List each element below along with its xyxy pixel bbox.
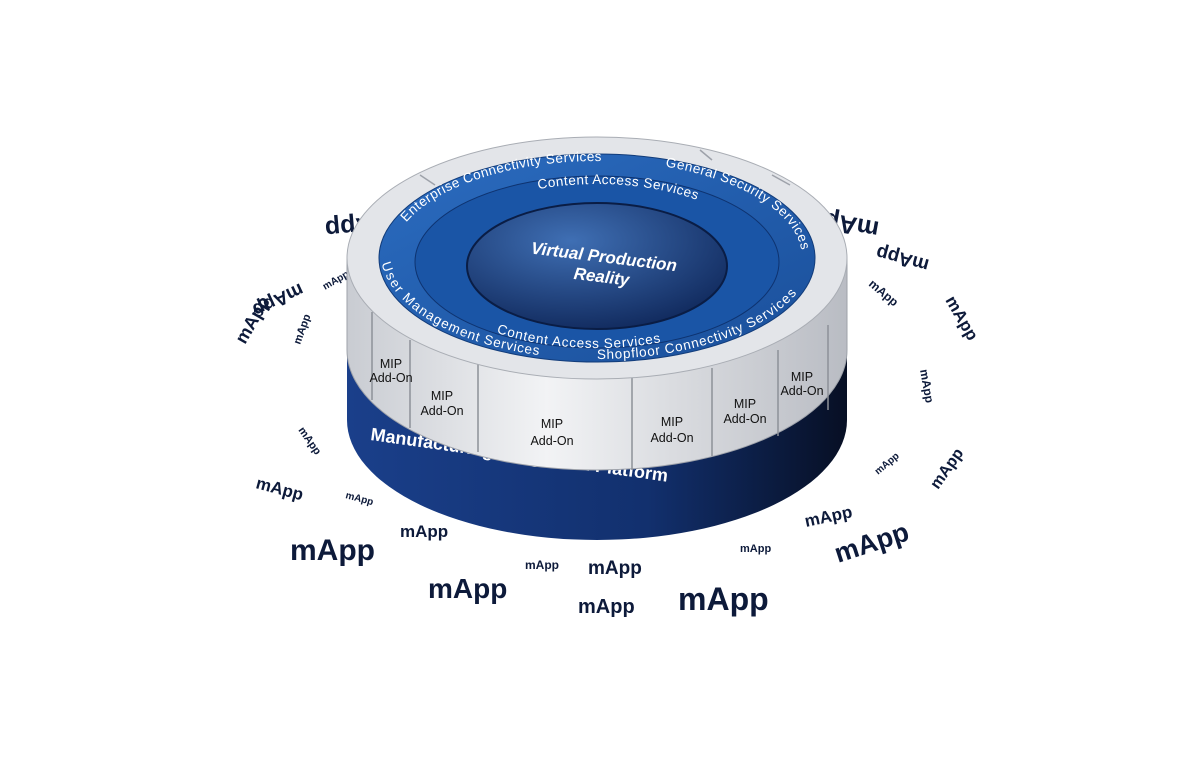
mapp-label: mApp xyxy=(344,490,374,508)
top-surface: Enterprise Connectivity Services General… xyxy=(346,136,848,380)
mapp-label: mApp xyxy=(428,573,507,604)
mapp-label: mApp xyxy=(866,277,901,310)
mapp-label: mApp xyxy=(803,502,854,531)
mapp-label: mApp xyxy=(296,425,324,458)
mapp-label: mApp xyxy=(231,293,274,347)
mapp-label: mApp xyxy=(578,596,635,618)
mapp-label: mApp xyxy=(254,474,305,505)
mapp-label: mApp xyxy=(290,534,375,567)
mapp-label: mApp xyxy=(874,241,931,275)
mapp-label: mApp xyxy=(927,445,967,492)
mapp-label: mApp xyxy=(942,293,983,344)
mapp-label: mApp xyxy=(873,451,902,478)
mapp-label: mApp xyxy=(525,558,559,572)
mapp-label: mApp xyxy=(400,522,448,541)
mapp-label: mApp xyxy=(588,558,642,579)
center-disc xyxy=(466,202,728,330)
mapp-label: mApp xyxy=(740,543,771,555)
mapp-label: mApp xyxy=(831,517,913,569)
mapp-label: mApp xyxy=(678,581,769,617)
mapp-label: mApp xyxy=(292,312,314,346)
mapp-label: mApp xyxy=(917,368,937,404)
